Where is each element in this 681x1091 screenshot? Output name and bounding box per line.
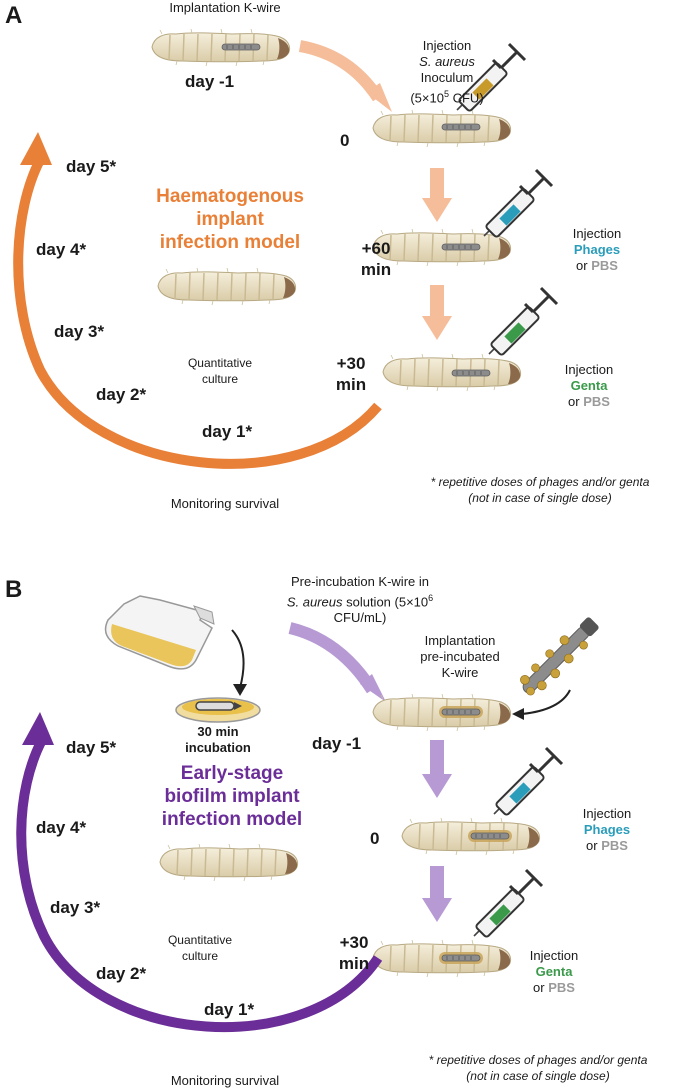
day1-a: day 1* [202, 422, 253, 441]
syringe-phages-b [492, 746, 564, 818]
petri-dish-icon [175, 697, 261, 723]
monitoring-label-a: Monitoring survival [170, 496, 280, 511]
day-minus1-b: day -1 [312, 734, 362, 753]
model-title-b: Early-stage biofilm implant infection mo… [161, 763, 303, 830]
arrow-a-1 [298, 40, 384, 102]
day2-a: day 2* [96, 385, 147, 404]
panel-b-letter: B [5, 576, 23, 603]
arrow-to-dish [231, 629, 245, 689]
day1-b: day 1* [204, 1000, 255, 1019]
day5-a: day 5* [66, 157, 117, 176]
kwire-biofilm-icon [520, 617, 599, 696]
larva-culture-a [157, 267, 297, 306]
time-0-a: 0 [340, 131, 350, 150]
arrow-monitoring-b [16, 737, 383, 1033]
day3-b: day 3* [50, 898, 101, 917]
syringe-inoculum-a [455, 42, 527, 114]
larva-inoculum-a [372, 109, 512, 148]
monitoring-label-b: Monitoring survival [170, 1073, 280, 1088]
panel-a-letter: A [5, 2, 23, 29]
day5-b: day 5* [66, 738, 117, 757]
syringe-genta-a [487, 286, 559, 358]
model-title-a: Haematogenous implant infection model [156, 186, 304, 253]
larva-culture-b [159, 843, 299, 882]
syringe-phages-a [482, 168, 554, 240]
time-0-b: 0 [370, 829, 380, 848]
note-b: * repetitive doses of phages and/or gent… [428, 1053, 648, 1083]
kwire-a [221, 43, 261, 51]
genta-label-a: Injection Genta or PBS [564, 362, 614, 409]
day2-b: day 2* [96, 964, 147, 983]
syringe-genta-b [472, 868, 544, 940]
phages-label-b: Injection Phages or PBS [582, 806, 632, 853]
day-minus1-a: day -1 [185, 72, 235, 91]
arrow-monitoring-a [13, 157, 382, 469]
arrow-to-larva [521, 689, 571, 715]
flask-icon [104, 595, 215, 670]
preincubation-label: Pre-incubation K-wire in S. aureus solut… [286, 574, 434, 626]
inoculum-label: Injection S. aureus Inoculum (5×105 CFU) [410, 38, 484, 106]
genta-label-b: Injection Genta or PBS [529, 948, 579, 995]
day4-b: day 4* [36, 818, 87, 837]
day4-a: day 4* [36, 240, 87, 259]
arrow-b-1 [288, 622, 378, 694]
day3-a: day 3* [54, 322, 105, 341]
note-a: * repetitive doses of phages and/or gent… [430, 475, 650, 505]
implantation-label: Implantation K-wire [169, 0, 281, 15]
larva-implant-a [151, 28, 291, 67]
phages-label-a: Injection Phages or PBS [572, 226, 622, 273]
